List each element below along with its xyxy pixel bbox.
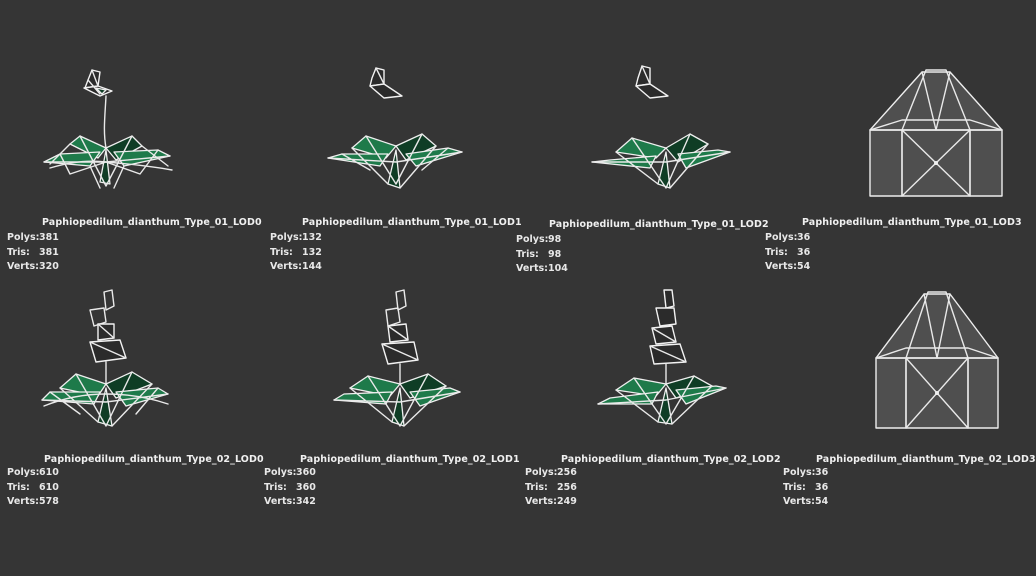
verts-value: 578 [39, 496, 59, 507]
tris-value: 98 [548, 248, 562, 260]
verts-label: Verts: [270, 261, 302, 272]
box-wireframe-icon [875, 291, 999, 429]
verts-label: Verts: [7, 496, 39, 507]
polys-label: Polys: [264, 467, 297, 478]
model-stats: Polys:610 Tris:610 Verts:578 [7, 466, 59, 510]
polys-label: Polys: [7, 467, 40, 478]
polys-label: Polys: [270, 232, 303, 243]
model-stats: Polys:360 Tris:360 Verts:342 [264, 466, 316, 510]
model-stats: Polys:36 Tris:36 Verts:54 [765, 231, 810, 275]
tris-label: Tris: [525, 481, 548, 493]
model-preview-type02-lod1[interactable] [332, 288, 462, 430]
model-name-label: Paphiopedilum_dianthum_Type_02_LOD2 [561, 454, 781, 465]
model-preview-type01-lod0[interactable] [40, 66, 180, 196]
model-preview-type02-lod0[interactable] [40, 288, 170, 430]
polys-label: Polys: [516, 234, 549, 245]
model-preview-type01-lod1[interactable] [326, 66, 466, 196]
verts-label: Verts: [525, 496, 557, 507]
polys-value: 610 [39, 467, 59, 478]
model-stats: Polys:98 Tris:98 Verts:104 [516, 233, 568, 277]
model-name-label: Paphiopedilum_dianthum_Type_01_LOD0 [42, 217, 262, 228]
tris-label: Tris: [7, 481, 30, 493]
polys-value: 381 [39, 232, 59, 243]
verts-value: 104 [548, 263, 568, 274]
model-name-label: Paphiopedilum_dianthum_Type_02_LOD3 [816, 454, 1036, 465]
polys-label: Polys: [783, 467, 816, 478]
plant-wireframe-icon [41, 289, 169, 427]
polys-value: 36 [815, 467, 829, 478]
model-name-label: Paphiopedilum_dianthum_Type_01_LOD2 [549, 219, 769, 230]
verts-value: 249 [557, 496, 577, 507]
tris-label: Tris: [516, 248, 539, 260]
plant-wireframe-icon [591, 65, 731, 189]
tris-label: Tris: [765, 246, 788, 258]
verts-label: Verts: [516, 263, 548, 274]
model-name-label: Paphiopedilum_dianthum_Type_01_LOD1 [302, 217, 522, 228]
tris-label: Tris: [264, 481, 287, 493]
plant-wireframe-icon [333, 289, 461, 427]
plant-wireframe-icon [43, 69, 173, 189]
tris-label: Tris: [783, 481, 806, 493]
box-wireframe-icon [869, 69, 1003, 197]
tris-value: 36 [797, 246, 811, 258]
verts-label: Verts: [7, 261, 39, 272]
tris-value: 360 [296, 481, 316, 493]
verts-label: Verts: [765, 261, 797, 272]
tris-value: 36 [815, 481, 829, 493]
model-stats: Polys:132 Tris:132 Verts:144 [270, 231, 322, 275]
verts-value: 54 [815, 496, 829, 507]
tris-value: 256 [557, 481, 577, 493]
polys-label: Polys: [525, 467, 558, 478]
tris-label: Tris: [270, 246, 293, 258]
model-stats: Polys:36 Tris:36 Verts:54 [783, 466, 828, 510]
plant-wireframe-icon [597, 289, 727, 425]
polys-label: Polys: [7, 232, 40, 243]
model-preview-type01-lod3[interactable] [866, 68, 1006, 200]
tris-value: 610 [39, 481, 59, 493]
polys-value: 360 [296, 467, 316, 478]
model-stats: Polys:256 Tris:256 Verts:249 [525, 466, 577, 510]
polys-value: 256 [557, 467, 577, 478]
verts-value: 320 [39, 261, 59, 272]
model-stats: Polys:381 Tris:381 Verts:320 [7, 231, 59, 275]
polys-value: 36 [797, 232, 811, 243]
tris-value: 381 [39, 246, 59, 258]
model-preview-type01-lod2[interactable] [590, 64, 740, 194]
model-preview-type02-lod2[interactable] [594, 288, 728, 430]
polys-value: 98 [548, 234, 562, 245]
tris-label: Tris: [7, 246, 30, 258]
verts-value: 144 [302, 261, 322, 272]
verts-label: Verts: [783, 496, 815, 507]
model-name-label: Paphiopedilum_dianthum_Type_02_LOD1 [300, 454, 520, 465]
verts-value: 54 [797, 261, 811, 272]
verts-label: Verts: [264, 496, 296, 507]
model-preview-type02-lod3[interactable] [872, 290, 1002, 432]
model-name-label: Paphiopedilum_dianthum_Type_02_LOD0 [44, 454, 264, 465]
verts-value: 342 [296, 496, 316, 507]
model-name-label: Paphiopedilum_dianthum_Type_01_LOD3 [802, 217, 1022, 228]
polys-value: 132 [302, 232, 322, 243]
plant-wireframe-icon [327, 67, 463, 189]
tris-value: 132 [302, 246, 322, 258]
polys-label: Polys: [765, 232, 798, 243]
